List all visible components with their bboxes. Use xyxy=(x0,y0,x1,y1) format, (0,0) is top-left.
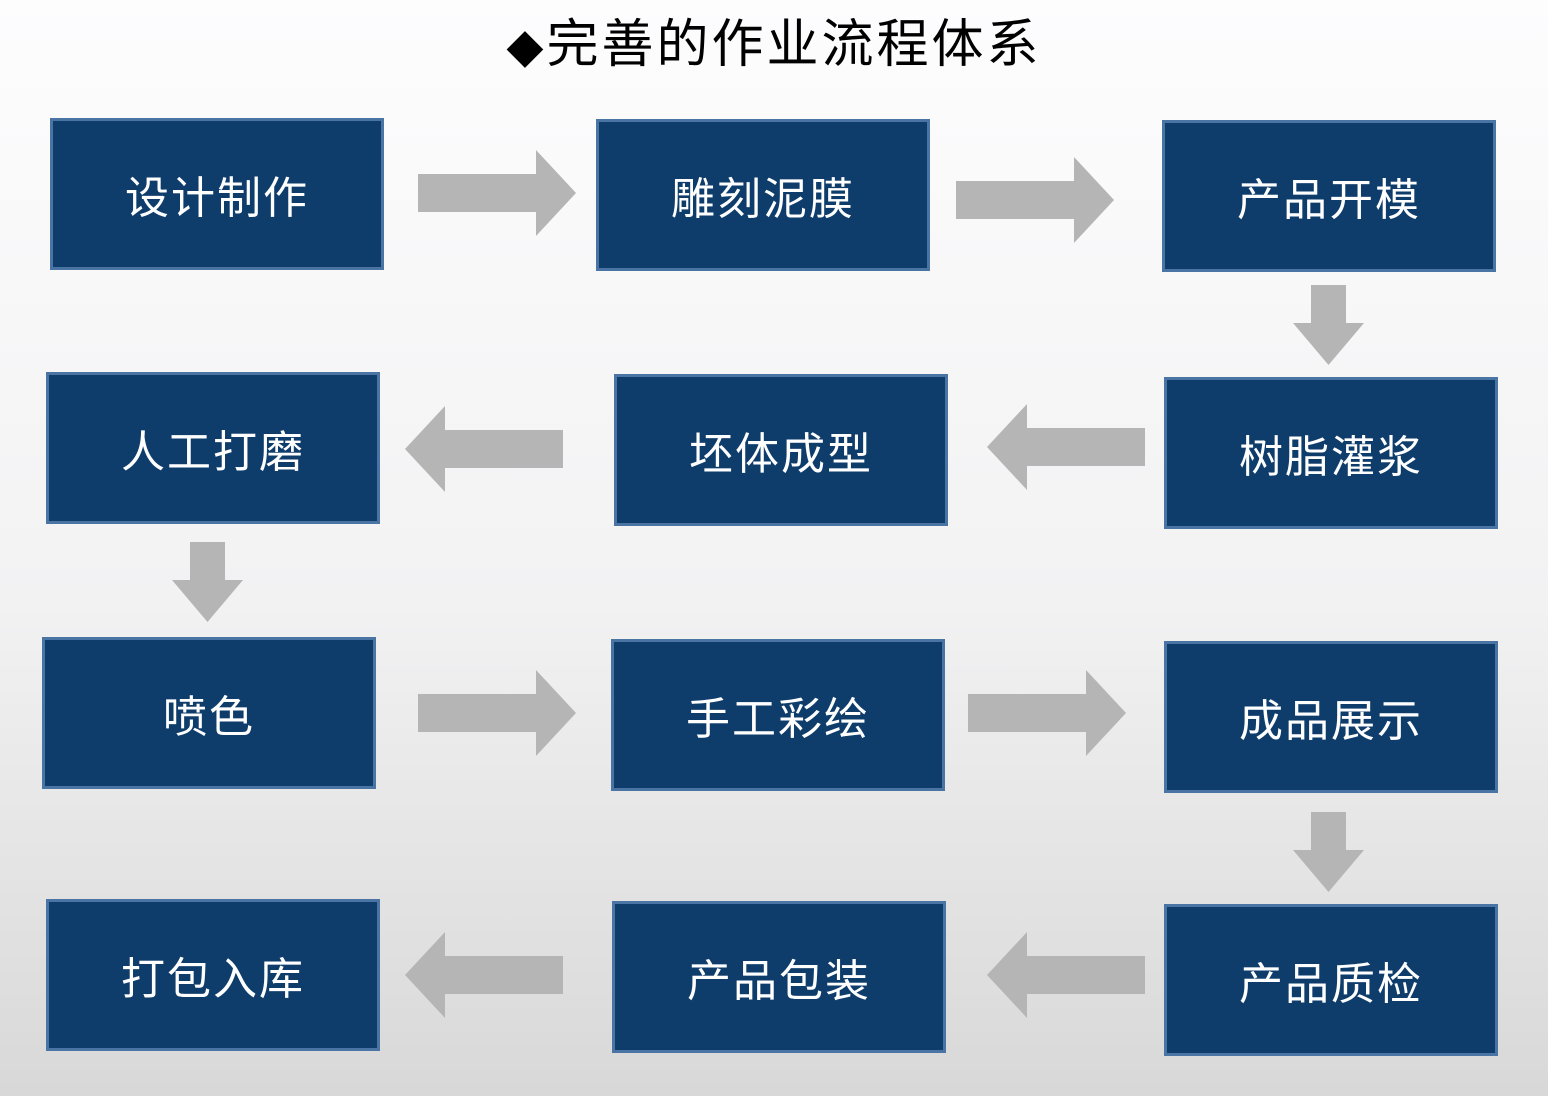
flow-box-resin-grouting: 树脂灌浆 xyxy=(1164,377,1498,529)
arrow-right-icon xyxy=(956,155,1116,245)
arrow-down-icon xyxy=(172,542,243,622)
page-title: ◆完善的作业流程体系 xyxy=(0,14,1548,76)
flow-box-label: 树脂灌浆 xyxy=(1239,433,1423,482)
flow-box-product-quality-inspection: 产品质检 xyxy=(1164,904,1498,1056)
flow-box-design-production: 设计制作 xyxy=(50,118,384,270)
flow-box-label: 产品质检 xyxy=(1239,960,1423,1009)
arrow-left-icon xyxy=(403,404,563,494)
flow-box-label: 成品展示 xyxy=(1239,697,1423,746)
flow-box-hand-painting: 手工彩绘 xyxy=(611,639,945,791)
flow-box-clay-mold-carving: 雕刻泥膜 xyxy=(596,119,930,271)
flow-box-label: 产品包装 xyxy=(687,957,871,1006)
flow-box-label: 手工彩绘 xyxy=(686,695,870,744)
flow-box-product-molding: 产品开模 xyxy=(1162,120,1496,272)
arrow-right-icon xyxy=(418,668,578,758)
flow-box-label: 人工打磨 xyxy=(121,428,305,477)
arrow-right-icon xyxy=(418,148,578,238)
arrow-down-icon xyxy=(1293,812,1364,892)
flow-box-label: 喷色 xyxy=(163,693,255,742)
arrow-left-icon xyxy=(985,930,1145,1020)
flow-box-packing-warehousing: 打包入库 xyxy=(46,899,380,1051)
arrow-left-icon xyxy=(985,402,1145,492)
flow-box-label: 坯体成型 xyxy=(689,430,873,479)
arrow-down-icon xyxy=(1293,285,1364,365)
flow-box-finished-product-display: 成品展示 xyxy=(1164,641,1498,793)
flow-box-manual-polishing: 人工打磨 xyxy=(46,372,380,524)
flow-box-label: 雕刻泥膜 xyxy=(671,175,855,224)
flow-box-label: 设计制作 xyxy=(125,174,309,223)
flow-box-color-spraying: 喷色 xyxy=(42,637,376,789)
page-title-text: 完善的作业流程体系 xyxy=(546,15,1042,75)
diamond-icon: ◆ xyxy=(506,18,547,74)
arrow-left-icon xyxy=(403,930,563,1020)
flow-box-blank-forming: 坯体成型 xyxy=(614,374,948,526)
arrow-right-icon xyxy=(968,668,1128,758)
flow-box-label: 产品开模 xyxy=(1237,176,1421,225)
flow-box-label: 打包入库 xyxy=(121,955,305,1004)
flow-box-product-packaging: 产品包装 xyxy=(612,901,946,1053)
